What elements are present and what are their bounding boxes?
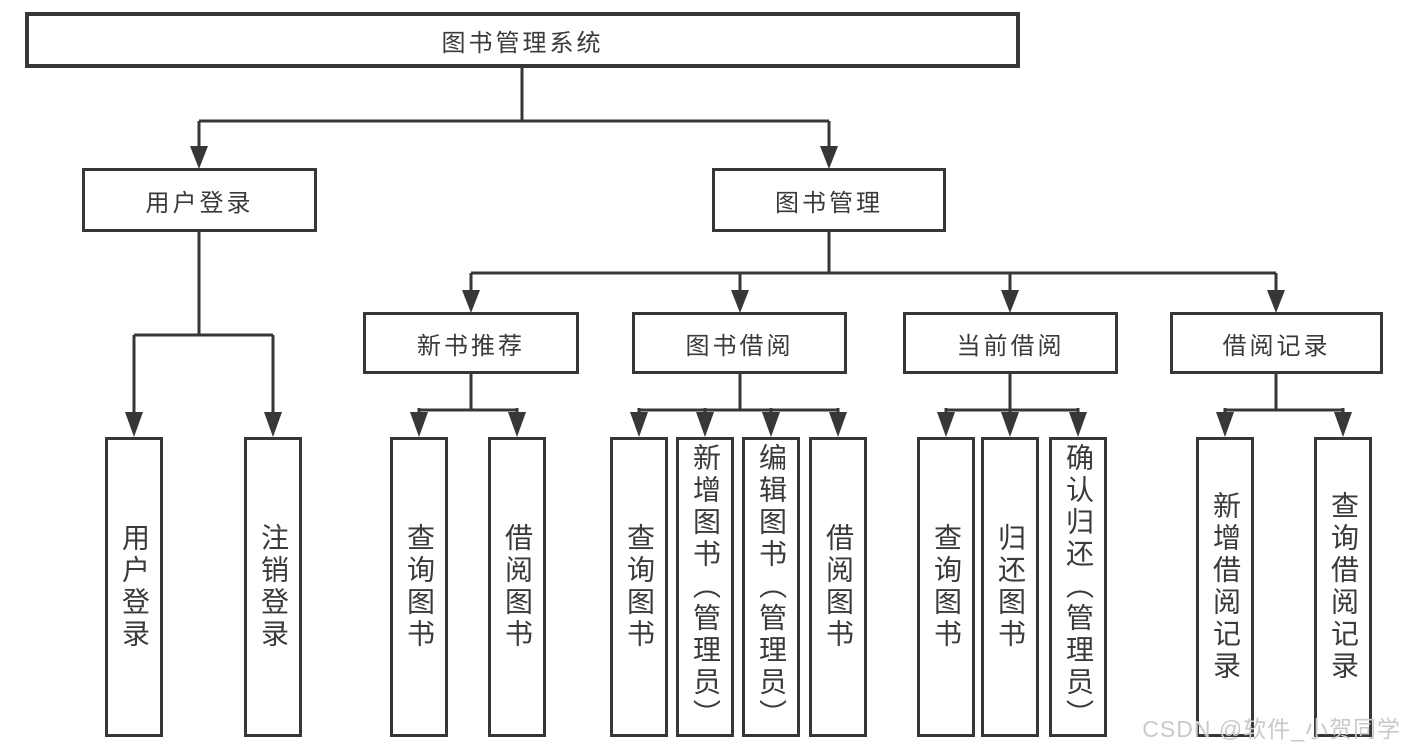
node-current-borrowing: 当前借阅 [903, 312, 1118, 374]
node-new-book-recommend: 新书推荐 [363, 312, 579, 374]
leaf-query-borrow-record: 查询借阅记录 [1314, 437, 1372, 737]
leaf-user-login: 用户登录 [105, 437, 163, 737]
leaf-confirm-return-admin: 确认归还（管理员） [1049, 437, 1107, 737]
leaf-borrow-books-recommend: 借阅图书 [488, 437, 546, 737]
leaf-query-books-recommend: 查询图书 [390, 437, 448, 737]
node-borrowing-records: 借阅记录 [1170, 312, 1383, 374]
leaf-query-books-current: 查询图书 [917, 437, 975, 737]
leaf-return-books: 归还图书 [981, 437, 1039, 737]
node-library-system: 图书管理系统 [25, 12, 1020, 68]
leaf-query-books-borrow: 查询图书 [610, 437, 668, 737]
arrowheads [125, 146, 1352, 437]
leaf-add-borrow-record: 新增借阅记录 [1196, 437, 1254, 737]
leaf-logout: 注销登录 [244, 437, 302, 737]
node-book-management: 图书管理 [712, 168, 946, 232]
csdn-watermark: CSDN @软件_小贺同学 [1142, 716, 1401, 742]
leaf-add-book-admin: 新增图书（管理员） [676, 437, 734, 737]
leaf-edit-book-admin: 编辑图书（管理员） [742, 437, 800, 737]
leaf-borrow-books: 借阅图书 [809, 437, 867, 737]
node-book-borrowing: 图书借阅 [632, 312, 847, 374]
node-user-login: 用户登录 [82, 168, 317, 232]
